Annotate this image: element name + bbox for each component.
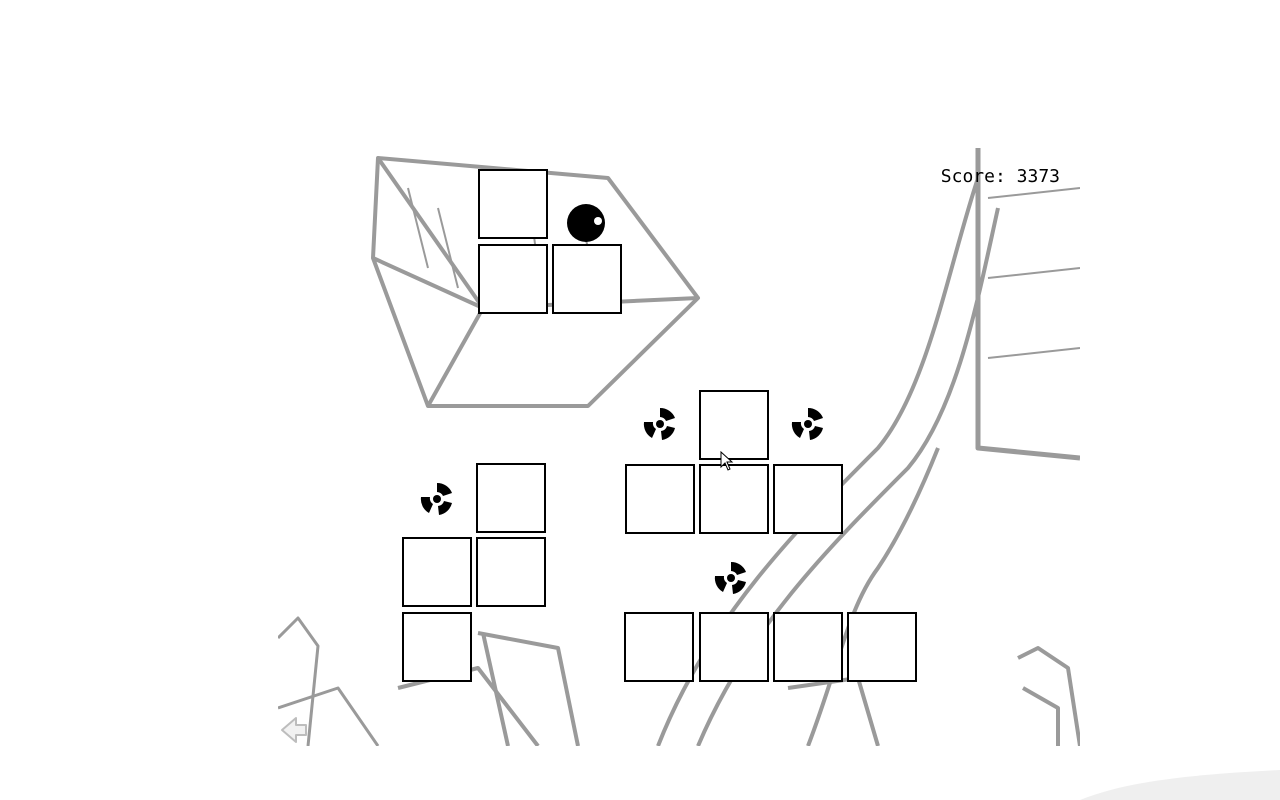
block [552,244,622,314]
corner-decoration [1080,770,1280,800]
block [402,537,472,607]
block [624,612,694,682]
ball-icon[interactable] [566,203,606,243]
spinner-icon [643,407,675,440]
block [478,244,548,314]
back-arrow-icon[interactable] [278,714,310,746]
block [773,612,843,682]
block [773,464,843,534]
block [478,169,548,239]
spinner-icon [791,407,823,440]
block [476,537,546,607]
block [847,612,917,682]
block [625,464,695,534]
block [699,390,769,460]
game-area[interactable]: Score: 3373 [278,148,1080,746]
spinner-icon [420,482,452,515]
spinner-icon [714,561,746,594]
score-label: Score: [940,166,1006,187]
block [699,464,769,534]
score-display: Score: 3373 [941,166,1060,187]
block [699,612,769,682]
block [476,463,546,533]
block [402,612,472,682]
score-value: 3373 [1016,166,1060,187]
sketch-backdrop [278,148,1080,746]
